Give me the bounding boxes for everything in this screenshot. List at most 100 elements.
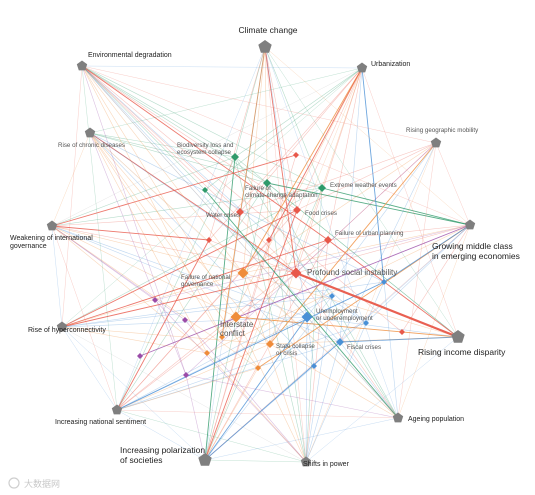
driver-node-income[interactable] [451, 330, 465, 343]
risk-label-weather: Extreme weather events [330, 182, 397, 189]
link-middle-instab [295, 224, 471, 274]
risk-node-fiscal[interactable] [336, 338, 344, 346]
risk-node-p4[interactable] [183, 372, 189, 378]
link-envdeg-food [81, 65, 298, 211]
risk-label-food: Food crises [305, 210, 337, 217]
risk-node-urbanplan[interactable] [324, 236, 332, 244]
link-power-interstate [235, 316, 307, 463]
link-ageing-statecol [269, 343, 399, 419]
link-envdeg-nationalism [81, 65, 118, 411]
link-envdeg-adapt [81, 65, 268, 184]
link-climate-food [264, 46, 298, 211]
link-weakgov-m1 [51, 225, 210, 241]
risk-node-m6[interactable] [363, 320, 369, 326]
risk-node-adapt[interactable] [263, 179, 271, 187]
link-income-natgov [242, 272, 459, 338]
link-mobility-middle [435, 142, 471, 226]
risk-node-m12[interactable] [399, 329, 405, 335]
link-climate-biodiv [234, 46, 266, 158]
link-urban-biodiv [234, 67, 363, 158]
link-middle-weather [321, 187, 471, 226]
link-urban-fiscal [339, 67, 363, 343]
link-weakgov-p1 [51, 225, 156, 301]
risk-node-unemploy[interactable] [301, 311, 313, 323]
link-weakgov-m11 [51, 154, 297, 227]
link-mobility-instab [295, 142, 437, 274]
link-nationalism-m1 [116, 239, 210, 411]
driver-label-chronic: Rise of chronic diseases [58, 142, 125, 149]
driver-node-polar[interactable] [198, 453, 212, 466]
link-climate-ageing [264, 46, 399, 419]
link-envdeg-m10 [81, 65, 206, 191]
link-ageing-unemploy [306, 316, 399, 419]
risk-label-fiscal: Fiscal crises [347, 344, 381, 351]
driver-node-nationalism[interactable] [111, 404, 123, 415]
risk-node-p3[interactable] [137, 353, 143, 359]
risk-node-m1[interactable] [206, 237, 212, 243]
driver-node-envdeg[interactable] [76, 60, 88, 71]
risk-node-p1[interactable] [152, 297, 158, 303]
link-envdeg-mobility [81, 65, 437, 144]
link-urban-m1 [208, 67, 363, 241]
risk-node-interstate[interactable] [230, 311, 242, 323]
risk-node-m11[interactable] [293, 152, 299, 158]
link-envdeg-unemploy [81, 65, 308, 318]
link-envdeg-instab [81, 65, 297, 274]
link-ageing-natgov [242, 272, 399, 419]
driver-node-ageing[interactable] [392, 412, 404, 423]
risk-node-food[interactable] [293, 206, 301, 214]
risk-node-m7[interactable] [311, 363, 317, 369]
link-climate-weather [264, 46, 323, 189]
nodes-layer [46, 40, 476, 467]
risk-node-water[interactable] [236, 208, 244, 216]
driver-node-climate[interactable] [258, 40, 272, 53]
link-envdeg-biodiv [81, 65, 236, 158]
driver-node-urban[interactable] [356, 62, 368, 73]
link-urban-polar [204, 67, 363, 461]
link-power-natgov [242, 272, 307, 463]
link-nationalism-m6 [116, 322, 367, 411]
risk-node-biodiv[interactable] [231, 153, 239, 161]
link-nationalism-m9 [116, 281, 385, 411]
risk-node-m4[interactable] [219, 334, 225, 340]
driver-label-nationalism: Increasing national sentiment [55, 419, 146, 426]
driver-node-middle[interactable] [464, 219, 476, 230]
risk-node-statecol[interactable] [266, 340, 274, 348]
risk-node-m8[interactable] [255, 365, 261, 371]
risk-node-p2[interactable] [182, 317, 188, 323]
link-mobility-unemploy [306, 142, 437, 318]
driver-node-hyper[interactable] [56, 321, 68, 332]
link-polar-m11 [204, 154, 297, 461]
driver-node-weakgov[interactable] [46, 220, 58, 231]
risk-node-m2[interactable] [266, 237, 272, 243]
risk-node-m9[interactable] [381, 279, 387, 285]
link-mobility-natgov [242, 142, 437, 274]
risk-label-instab: Profound social instability [307, 268, 397, 277]
risk-node-natgov[interactable] [237, 267, 249, 279]
link-envdeg-water [81, 65, 241, 213]
link-urban-chronic [89, 67, 363, 134]
risk-node-m3[interactable] [204, 350, 210, 356]
link-chronic-m4 [89, 132, 223, 338]
driver-node-power[interactable] [300, 456, 312, 467]
link-middle-p1 [154, 224, 471, 301]
risk-node-weather[interactable] [318, 184, 326, 192]
link-middle-urbanplan [327, 224, 471, 241]
driver-node-mobility[interactable] [430, 137, 442, 148]
driver-node-chronic[interactable] [84, 127, 96, 138]
link-envdeg-urban [81, 65, 363, 69]
risk-node-m10[interactable] [202, 187, 208, 193]
link-polar-m7 [204, 365, 315, 461]
link-polar-m2 [204, 239, 270, 461]
risk-node-instab[interactable] [290, 267, 302, 279]
risk-label-urbanplan: Failure of urban planning [335, 230, 404, 237]
link-urban-income [361, 67, 459, 338]
link-chronic-biodiv [89, 132, 236, 158]
risk-node-m5[interactable] [329, 293, 335, 299]
link-polar-power [204, 459, 307, 463]
link-hyper-weather [61, 187, 323, 328]
link-chronic-natgov [89, 132, 244, 274]
link-income-statecol [269, 336, 459, 345]
link-chronic-m7 [89, 132, 315, 367]
